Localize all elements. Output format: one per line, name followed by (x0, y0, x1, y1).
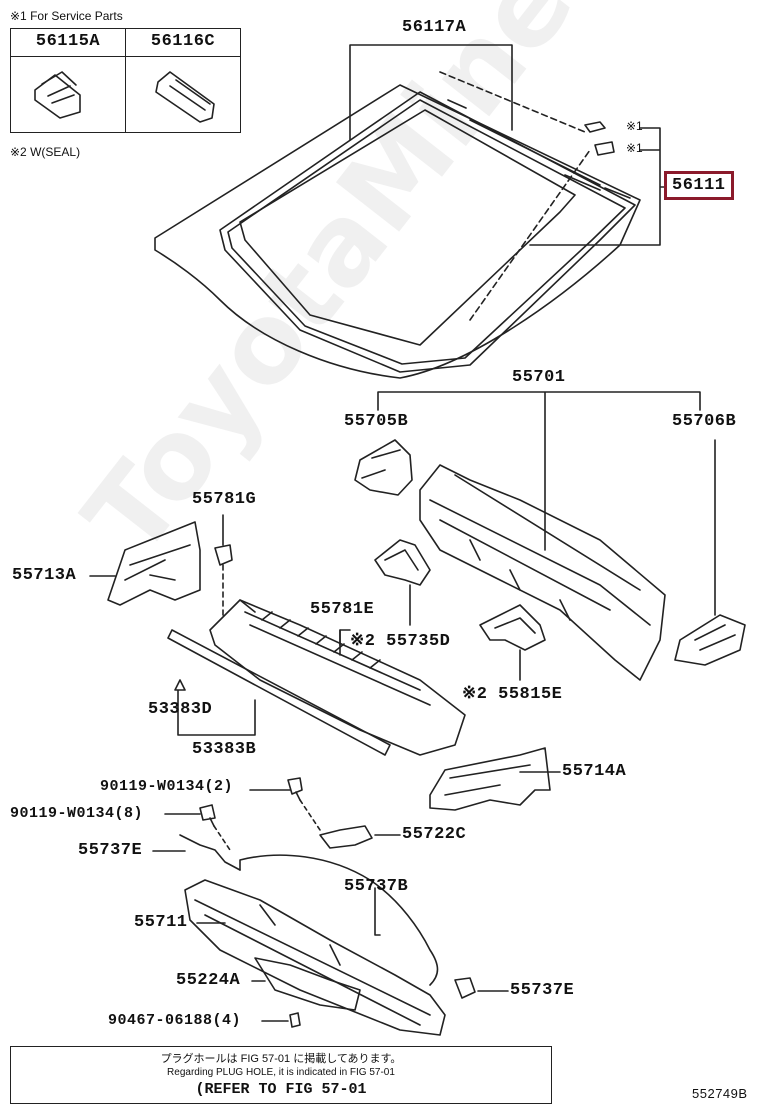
part-label-55737E-right[interactable]: 55737E (510, 981, 575, 1000)
part-label-56117A[interactable]: 56117A (402, 18, 467, 37)
seal-55735D-drawing (374, 539, 431, 586)
side-panel-55713A-drawing (107, 521, 201, 606)
part-label-55737B[interactable]: 55737B (344, 877, 409, 896)
figure-code: 552749B (692, 1086, 748, 1101)
part-label-55706B[interactable]: 55706B (672, 412, 737, 431)
part-label-55705B[interactable]: 55705B (344, 412, 409, 431)
service-part-cell-2: 56116C (126, 29, 240, 132)
service-parts-box: 56115A 56116C (10, 28, 241, 133)
reference-english: Regarding PLUG HOLE, it is indicated in … (167, 1067, 395, 1078)
bolt-90119-a-drawing (287, 777, 303, 801)
windshield-glass-drawing (154, 84, 641, 379)
clip-55737E-right-drawing (454, 977, 476, 999)
leader-56111 (529, 127, 665, 246)
seal-55815E-drawing (479, 604, 546, 651)
hose-55737E-left-drawing (179, 834, 241, 871)
part-label-55815E[interactable]: ※2 55815E (462, 685, 563, 704)
part-label-55735D[interactable]: ※2 55735D (350, 632, 451, 651)
bracket-55706B-drawing (674, 614, 746, 666)
louver-55781E-drawing (209, 599, 466, 756)
mark-note-1b: ※1 (626, 141, 643, 155)
mark-note-1a: ※1 (626, 119, 643, 133)
side-panel-55714A-drawing (429, 747, 551, 811)
part-label-55781G[interactable]: 55781G (192, 490, 257, 509)
part-label-55224A[interactable]: 55224A (176, 971, 241, 990)
reference-refer-link[interactable]: (REFER TO FIG 57-01 (195, 1081, 367, 1098)
part-label-55701[interactable]: 55701 (512, 368, 566, 387)
leader-55701 (377, 391, 701, 551)
part-label-56115A[interactable]: 56115A (35, 32, 101, 51)
part-label-55737E-left[interactable]: 55737E (78, 841, 143, 860)
part-label-55714A[interactable]: 55714A (562, 762, 627, 781)
bolt-90119-b-drawing (199, 804, 216, 827)
clip-56116C-drawing (155, 71, 215, 123)
weatherstrip-53383B-drawing (167, 629, 391, 756)
part-label-55711[interactable]: 55711 (134, 913, 188, 932)
dashed-56111 (439, 71, 591, 321)
reference-japanese: プラグホールは FIG 57-01 に掲載してあります。 (160, 1053, 402, 1065)
seal-note: ※2 W(SEAL) (10, 145, 81, 159)
panel-55224A-drawing (254, 957, 361, 1011)
part-label-90119-W0134-8[interactable]: 90119-W0134(8) (10, 805, 144, 822)
part-label-55713A[interactable]: 55713A (12, 566, 77, 585)
part-label-53383B[interactable]: 53383B (192, 740, 257, 759)
leader-56117A (349, 44, 513, 141)
service-part-cell-1: 56115A (11, 29, 126, 132)
reference-box: プラグホールは FIG 57-01 に掲載してあります。 Regarding P… (10, 1046, 552, 1104)
clip-55781G-drawing (214, 544, 233, 566)
service-parts-note: ※1 For Service Parts (10, 9, 123, 23)
part-label-90119-W0134-2[interactable]: 90119-W0134(2) (100, 778, 234, 795)
part-label-90467-06188[interactable]: 90467-06188(4) (108, 1012, 242, 1029)
part-label-56111-highlighted[interactable]: 56111 (664, 171, 734, 200)
part-label-55722C[interactable]: 55722C (402, 825, 467, 844)
lower-cowl-55711-drawing (184, 879, 446, 1036)
screw-90467-drawing (289, 1012, 301, 1028)
part-label-55781E[interactable]: 55781E (310, 600, 375, 619)
bracket-55705B-drawing (354, 439, 413, 496)
part-label-53383D[interactable]: 53383D (148, 700, 213, 719)
part-label-56116C[interactable]: 56116C (150, 32, 216, 51)
cowl-panel-55701-drawing (419, 464, 666, 681)
clip-56115A-drawing (34, 71, 81, 119)
bracket-55722C-drawing (319, 825, 373, 849)
